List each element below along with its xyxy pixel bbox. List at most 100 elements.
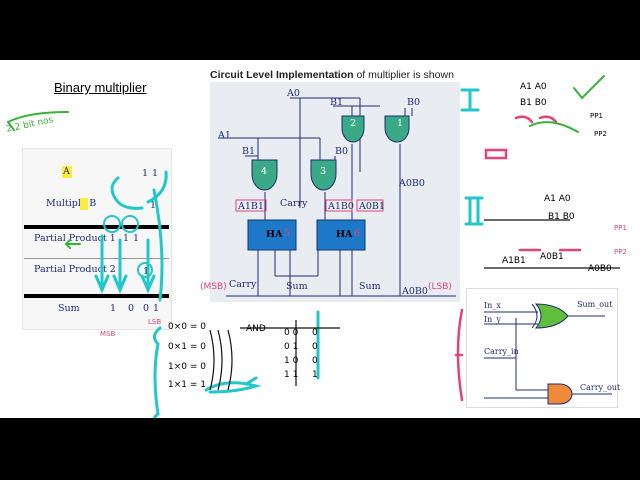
truth-col: 0 1 [284,342,299,352]
lsb-note: LSB [148,318,162,326]
truth-col: 0 0 [284,328,299,338]
input-label: B1 [242,146,256,157]
truth-out: 1 [312,370,318,380]
half-adder-box [316,219,366,251]
row-label-pp2: Partial Product 2 [34,264,116,275]
gate-number: 4 [261,166,268,177]
signal-box [356,199,384,212]
gate-input-label: Carry_in [484,347,519,356]
input-label: B1 [330,97,344,108]
and-gate [310,159,337,191]
xor-gate-arc [531,303,538,329]
truth-out: 0 [312,342,318,352]
signal-label: A0B1 [359,201,385,212]
input-label: B0 [407,97,421,108]
and-table-label: AND [246,324,266,334]
drawing-layer [7,75,620,418]
xor-gate [534,303,569,329]
signal-box [235,199,267,212]
truth-row: 0×1 = 0 [168,342,206,352]
output-label: Sum [359,281,381,292]
half-adder-label: HA [266,229,283,240]
gate-output-label: Sum_out [577,300,613,309]
input-label: B0 [335,146,349,157]
output-label: Sum [286,281,308,292]
note-top: PP2 [594,130,607,138]
row-label-pp1: Partial Product 1 [34,233,116,244]
msb-label: (MSB) [200,282,227,292]
and-gates [251,115,410,191]
truth-out: 0 [312,356,318,366]
circle-annotation [137,262,153,278]
pp1-bit: 1 [133,233,140,244]
gate-input-label: In_x [484,301,501,310]
figure-title: Circuit Level Implementation of multipli… [210,69,454,81]
signal-label: A1B1 [238,201,264,212]
note-top: B1 B0 [520,98,547,108]
half-adder-box [247,219,297,251]
truth-col: 1 0 [284,356,299,366]
and-gate [384,115,410,143]
gate-number: 1 [397,118,404,129]
b-bit: 1 [150,200,157,211]
gate-number: 3 [320,166,327,177]
and-gate [251,159,278,191]
note-top: A0B0 [588,264,612,274]
and-gate [341,115,365,143]
lsb-label: (LSB) [428,282,452,292]
note-top: B1 B0 [548,212,575,222]
black-annotations [209,219,620,391]
sum-bit: 0 [143,303,150,314]
input-label: A0 [287,88,300,99]
and-gate-orange [547,383,573,405]
gate-diagram-panel [466,288,618,408]
cyan-annotations [94,88,484,418]
gate-diagram-wires [484,311,612,399]
note-top: A1 A0 [544,194,571,204]
output-label: A0B0 [402,286,428,297]
sum-bit: 1 [110,303,117,314]
truth-out: 0 [312,328,318,338]
multiplicand-label: A [63,166,70,177]
a-bit: 1 [142,168,149,179]
a-bit: 1 [152,168,159,179]
gate-output-label: Carry_out [580,383,621,392]
truth-row: 1×1 = 1 [168,380,206,390]
green-annotations [7,75,605,249]
gate-input-label: In_y [484,315,501,324]
signal-label: A1B0 [328,201,354,212]
pink-annotations [454,115,582,402]
note-top: A0B1 [540,252,564,262]
separator-line [24,225,169,229]
note-top: PP1 [614,224,627,232]
separator-line [24,294,169,298]
circuit-panel [210,82,460,302]
truth-row: 0×0 = 0 [168,322,206,332]
row-divider [24,258,169,259]
note-top: A1 A0 [520,82,547,92]
note-top: PP1 [590,112,603,120]
slide-title: Binary multiplier [54,80,147,95]
msb-note: MSB [100,330,116,338]
circle-annotation [121,215,139,233]
sum-bit: 0 [128,303,135,314]
highlight-a [62,166,72,178]
slide: Binary multiplier Circuit Level Implemen… [0,60,640,418]
pp2-bit: 1 [143,266,150,277]
truth-row: 1×0 = 0 [168,362,206,372]
ha-number: 5 [284,228,291,239]
pp1-bit: 1 [123,233,130,244]
output-label: Carry [229,279,257,290]
circle-annotation [103,215,121,233]
signal-box [325,199,353,212]
gate-number: 2 [350,118,357,129]
ha-number: 6 [354,228,361,239]
note-top: A1B1 [502,256,526,266]
circuit-wires [218,97,456,297]
row-label-sum: Sum [58,303,80,314]
note-top: PP2 [614,248,627,256]
highlight-b [80,198,88,210]
sum-bit: 1 [153,303,160,314]
input-label: A1 [218,130,231,141]
signal-label: A0B0 [399,178,425,189]
